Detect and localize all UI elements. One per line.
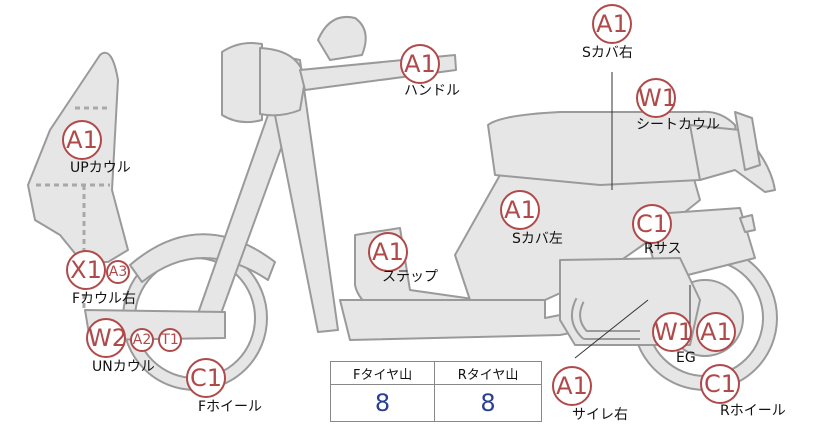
label-f-cowl-right: Fカウル右: [72, 291, 137, 307]
label-eg: EG: [676, 350, 696, 366]
grade-r-wheel: C1: [700, 364, 740, 404]
grade-s-cover-left: A1: [500, 190, 540, 230]
label-f-wheel: Fホイール: [198, 399, 263, 415]
label-s-cover-right: Sカバ右: [582, 45, 633, 61]
label-silencer-right: サイレ右: [572, 407, 628, 423]
label-r-suspension: Rサス: [644, 241, 682, 257]
label-up-cowl: UPカウル: [70, 160, 131, 176]
grade-un-cowl-1: W2: [86, 318, 127, 358]
rear-tire-value: 8: [434, 384, 542, 422]
seat-cowl-shape: [689, 124, 776, 193]
front-tire-header: Fタイヤ山: [329, 361, 436, 385]
label-seat-cowl: シートカウル: [636, 117, 720, 133]
front-tire-value: 8: [329, 384, 436, 422]
grade-un-cowl-3: T1: [158, 328, 182, 352]
label-r-wheel: Rホイール: [720, 403, 786, 419]
label-step: ステップ: [382, 269, 438, 285]
leader-line: [574, 299, 649, 359]
label-handle: ハンドル: [404, 83, 460, 99]
grade-r-suspension: C1: [632, 204, 672, 244]
grade-up-cowl: A1: [62, 120, 102, 160]
label-s-cover-left: Sカバ左: [512, 231, 563, 247]
grade-eg-2: A1: [696, 312, 736, 352]
grade-f-cowl-right-2: A3: [106, 260, 130, 284]
grade-f-cowl-right-1: X1: [66, 250, 106, 290]
tire-tread-table: Fタイヤ山 Rタイヤ山 8 8: [329, 361, 542, 422]
headlight-shape: [221, 42, 263, 124]
grade-eg-1: W1: [652, 312, 693, 352]
grade-f-wheel: C1: [186, 358, 226, 398]
grade-step: A1: [368, 232, 408, 272]
label-un-cowl: UNカウル: [92, 359, 155, 375]
grade-s-cover-right: A1: [592, 4, 632, 44]
rear-tire-header: Rタイヤ山: [434, 361, 542, 385]
mirror-shape: [317, 16, 367, 61]
grade-seat-cowl: W1: [636, 78, 677, 118]
grade-silencer-right: A1: [552, 366, 592, 406]
grade-un-cowl-2: A2: [130, 328, 154, 352]
grab-rail-shape: [734, 111, 761, 171]
headlight-inner-shape: [259, 47, 306, 117]
grade-handle: A1: [400, 44, 440, 84]
